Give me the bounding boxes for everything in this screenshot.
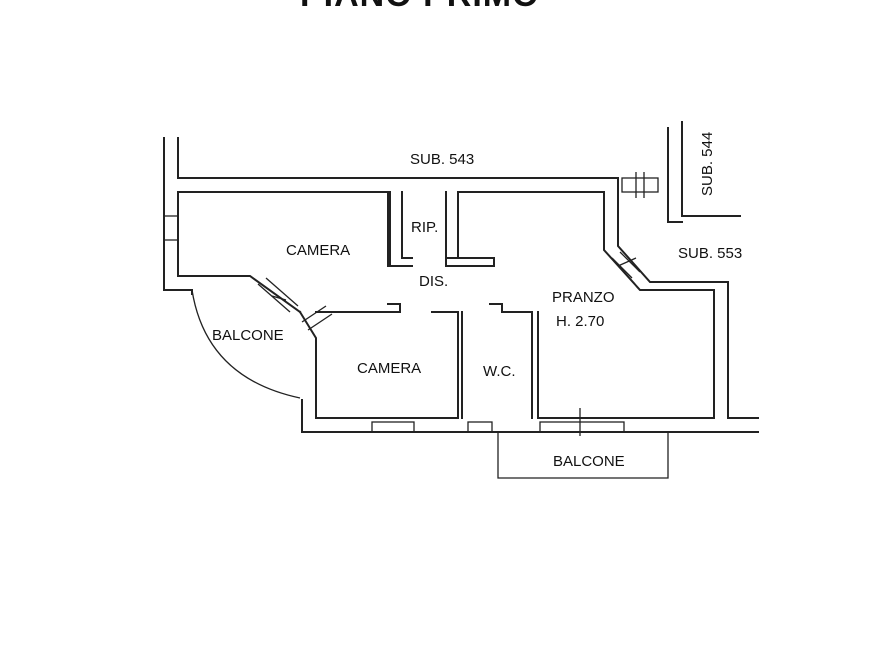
label-sub-544: SUB. 544 bbox=[699, 132, 716, 196]
interior-walls bbox=[315, 191, 539, 419]
label-balcone-bottom: BALCONE bbox=[553, 453, 625, 470]
balconies bbox=[191, 289, 669, 479]
label-height: H. 2.70 bbox=[556, 313, 604, 330]
plan-title: PIANO PRIMO bbox=[300, 0, 540, 14]
label-sub-553: SUB. 553 bbox=[678, 245, 742, 262]
label-dis: DIS. bbox=[419, 273, 448, 290]
bottom-balcony-outline bbox=[497, 432, 669, 479]
label-wc: W.C. bbox=[483, 363, 516, 380]
label-balcone-left: BALCONE bbox=[212, 327, 284, 344]
label-camera-1: CAMERA bbox=[286, 242, 350, 259]
left-balcony-outline bbox=[191, 289, 301, 399]
neighbour-boundaries bbox=[163, 121, 741, 291]
windows bbox=[163, 172, 659, 436]
label-rip: RIP. bbox=[411, 219, 438, 236]
label-sub-543: SUB. 543 bbox=[410, 151, 474, 168]
label-pranzo: PRANZO bbox=[552, 289, 615, 306]
exterior-walls bbox=[177, 189, 759, 433]
label-camera-2: CAMERA bbox=[357, 360, 421, 377]
